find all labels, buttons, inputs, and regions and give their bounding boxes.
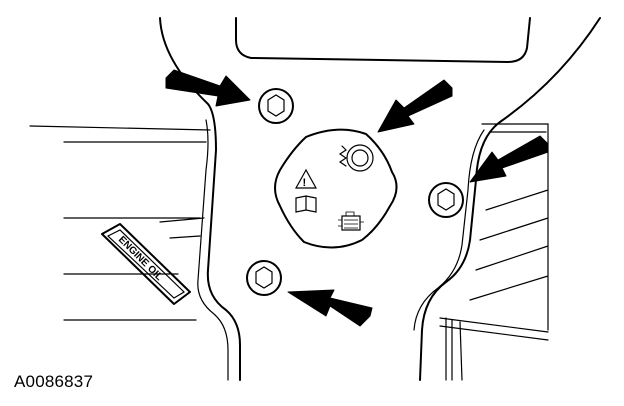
- bolt-washer: [258, 88, 294, 124]
- hex-bolt-bottom: [246, 260, 282, 296]
- bolt-hex-head: [267, 94, 285, 117]
- bolt-washer: [428, 182, 464, 218]
- hex-bolt-right: [428, 182, 464, 218]
- warning-mark: !: [303, 177, 307, 189]
- dipstick-handle: [101, 223, 191, 305]
- cap-wave-symbol: [338, 145, 348, 167]
- engine-symbol-icon: [341, 215, 361, 231]
- engine-oil-dipstick: ENGINE OIL: [101, 223, 191, 305]
- warning-triangle-icon: [294, 168, 318, 189]
- dipstick-label: ENGINE OIL: [116, 234, 165, 283]
- engine-symbol-detail: [338, 211, 364, 229]
- oil-filler-cap: !: [274, 128, 398, 249]
- bolt-washer: [246, 260, 282, 296]
- dipstick-handle-inner: [106, 229, 185, 299]
- cap-symbol-inner-ring: [351, 149, 369, 167]
- right-structure-lines: [469, 123, 549, 331]
- right-structure-top: [481, 123, 549, 133]
- figure-id-label: A0086837: [14, 372, 94, 391]
- top-panel-outline: [235, 17, 531, 63]
- arrow-to-right-bolt: [469, 135, 549, 183]
- cap-outline: [274, 128, 398, 249]
- cap-oil-can-symbol: [346, 144, 374, 172]
- manual-book-icon: [295, 195, 317, 213]
- left-cover-outline: [159, 17, 241, 381]
- left-structure-lines: [29, 125, 211, 321]
- arrow-to-oil-cap: [377, 79, 453, 133]
- right-cover-outline: [419, 17, 601, 381]
- right-bracket: [439, 317, 549, 381]
- hex-bolt-top-left: [258, 88, 294, 124]
- arrow-to-bottom-bolt: [287, 289, 373, 327]
- bolt-hex-head: [255, 266, 273, 289]
- left-cover-inner-edge: [197, 119, 229, 381]
- bolt-hex-head: [437, 188, 455, 211]
- right-cover-inner-edge: [413, 129, 485, 331]
- arrow-to-top-left-bolt: [165, 69, 251, 107]
